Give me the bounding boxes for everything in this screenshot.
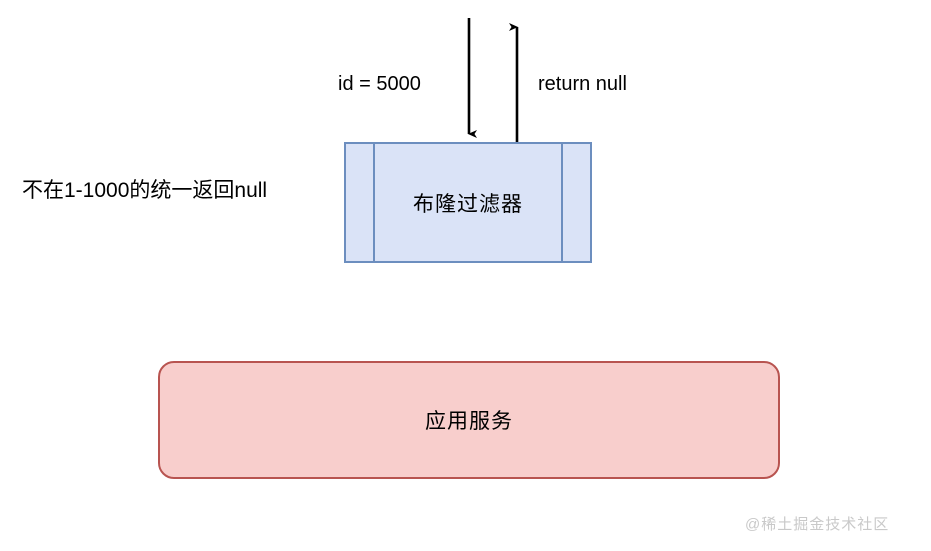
process-bar-right [561,144,563,261]
edge-label-response: return null [538,73,627,95]
annotation-rule-note: 不在1-1000的统一返回null [22,179,268,202]
edge-label-request: id = 5000 [338,73,421,95]
node-app-service[interactable]: 应用服务 [158,361,780,479]
process-bar-left [373,144,375,261]
node-label-bloom-filter: 布隆过滤器 [413,192,523,216]
arrow-request-down-icon [467,18,477,138]
watermark-text: @稀土掘金技术社区 [745,516,890,533]
node-label-app-service: 应用服务 [425,410,513,433]
node-bloom-filter[interactable]: 布隆过滤器 [344,142,592,263]
arrow-response-up-icon [509,23,519,143]
